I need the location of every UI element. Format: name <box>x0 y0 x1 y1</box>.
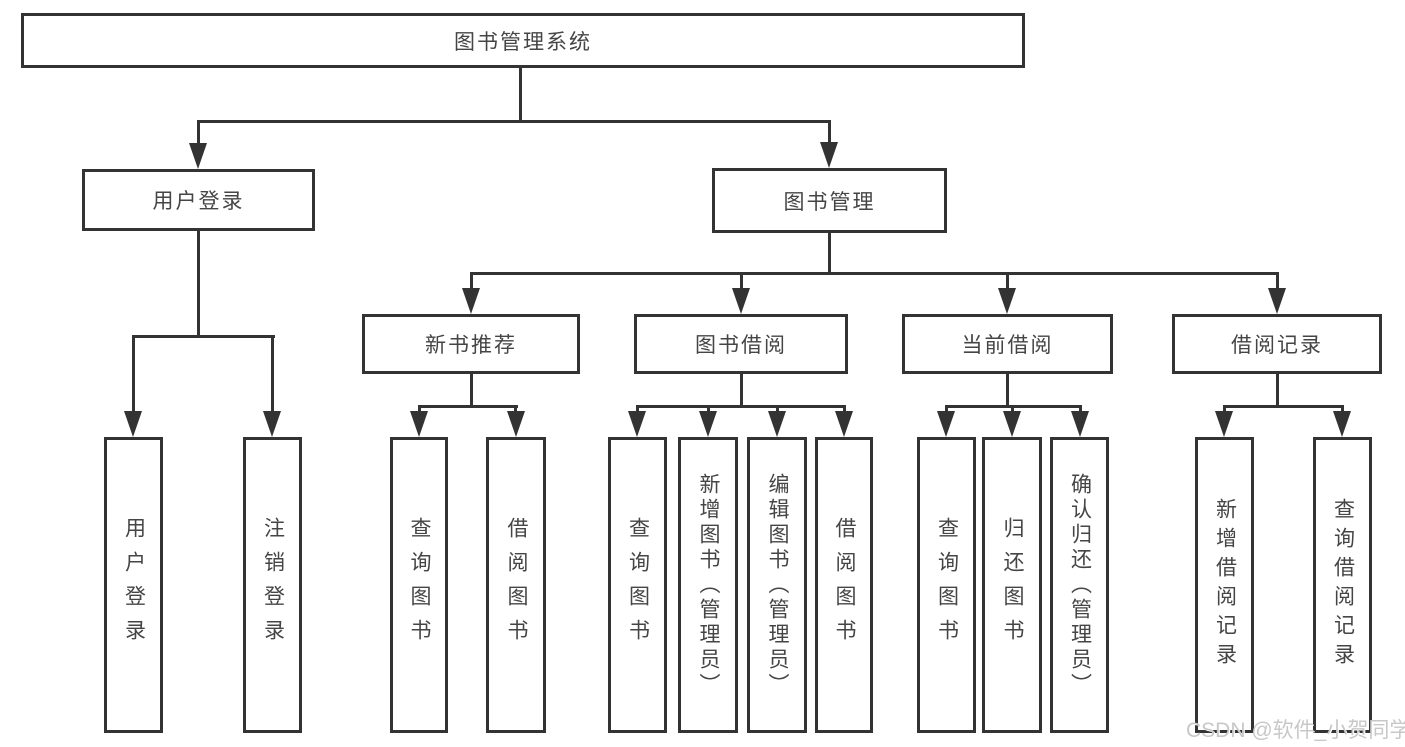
connector-rail <box>418 405 518 408</box>
connector-drop <box>1011 405 1014 415</box>
connector-drop <box>636 405 639 415</box>
node-new-book-recommend: 新书推荐 <box>362 314 580 374</box>
connector-drop <box>828 120 831 148</box>
leaf-logout: 注销登录 <box>243 437 302 733</box>
node-current-borrow: 当前借阅 <box>902 314 1113 374</box>
leaf-confirm-return-admin-label: 确认归还（管理员） <box>1068 472 1092 698</box>
leaf-query-books-3: 查询图书 <box>917 437 976 733</box>
node-user-login-label: 用户登录 <box>152 190 245 213</box>
leaf-confirm-return-admin: 确认归还（管理员） <box>1050 437 1109 733</box>
leaf-edit-books-admin: 编辑图书（管理员） <box>747 437 807 733</box>
connector-drop <box>197 120 200 148</box>
leaf-logout-label: 注销登录 <box>261 517 285 653</box>
arrowhead-down-icon <box>1215 411 1233 437</box>
connector-user-login-rail <box>132 335 275 338</box>
leaf-query-borrow-record: 查询借阅记录 <box>1313 437 1372 733</box>
leaf-edit-books-admin-label: 编辑图书（管理员） <box>766 472 789 698</box>
connector-rail <box>1223 405 1344 408</box>
leaf-query-borrow-record-label: 查询借阅记录 <box>1331 498 1355 672</box>
leaf-borrow-books-1: 借阅图书 <box>486 437 546 733</box>
leaf-borrow-books-2-label: 借阅图书 <box>833 517 856 653</box>
arrowhead-down-icon <box>820 142 838 168</box>
arrowhead-down-icon <box>263 411 281 437</box>
connector-stem <box>740 374 743 408</box>
node-book-borrow: 图书借阅 <box>634 314 848 374</box>
connector-drop <box>271 335 274 415</box>
node-book-management: 图书管理 <box>712 168 947 233</box>
arrowhead-down-icon <box>1003 411 1021 437</box>
arrowhead-down-icon <box>768 411 786 437</box>
arrowhead-down-icon <box>628 411 646 437</box>
node-user-login: 用户登录 <box>82 169 315 231</box>
node-current-borrow-label: 当前借阅 <box>961 334 1054 357</box>
connector-drop <box>843 405 846 415</box>
arrowhead-down-icon <box>732 288 750 314</box>
node-borrow-records: 借阅记录 <box>1172 314 1382 374</box>
connector-stem <box>1276 374 1279 408</box>
connector-drop <box>1006 272 1009 294</box>
connector-drop <box>418 405 421 415</box>
arrowhead-down-icon <box>124 411 142 437</box>
connector-drop <box>1341 405 1344 415</box>
node-book-management-label: 图书管理 <box>783 190 876 214</box>
connector-drop <box>740 272 743 294</box>
arrowhead-down-icon <box>1333 411 1351 437</box>
leaf-add-books-admin-label: 新增图书（管理员） <box>697 472 720 698</box>
leaf-borrow-books-1-label: 借阅图书 <box>505 517 528 653</box>
node-book-borrow-label: 图书借阅 <box>695 334 787 357</box>
connector-drop <box>945 405 948 415</box>
connector-user-login-stem <box>197 231 200 338</box>
arrowhead-down-icon <box>189 143 207 169</box>
connector-level2-rail <box>197 120 831 123</box>
connector-drop <box>707 405 710 415</box>
connector-stem <box>470 374 473 408</box>
leaf-return-books: 归还图书 <box>982 437 1042 733</box>
connector-drop <box>776 405 779 415</box>
leaf-user-login-label: 用户登录 <box>122 517 146 653</box>
node-borrow-records-label: 借阅记录 <box>1231 334 1323 357</box>
connector-book-mgmt-stem <box>828 233 831 275</box>
connector-drop <box>132 335 135 415</box>
leaf-query-books-2: 查询图书 <box>608 437 667 733</box>
connector-drop <box>1276 272 1279 294</box>
node-root: 图书管理系统 <box>21 13 1025 68</box>
connector-level3-rail <box>470 272 1278 275</box>
leaf-query-books-3-label: 查询图书 <box>935 517 959 653</box>
connector-drop <box>1079 405 1082 415</box>
leaf-add-borrow-record-label: 新增借阅记录 <box>1213 498 1237 672</box>
connector-stem <box>1006 374 1009 408</box>
leaf-add-borrow-record: 新增借阅记录 <box>1195 437 1254 733</box>
arrowhead-down-icon <box>1268 288 1286 314</box>
arrowhead-down-icon <box>835 411 853 437</box>
arrowhead-down-icon <box>1071 411 1089 437</box>
connector-drop <box>1223 405 1226 415</box>
node-new-book-recommend-label: 新书推荐 <box>425 334 517 357</box>
arrowhead-down-icon <box>462 288 480 314</box>
leaf-query-books-1: 查询图书 <box>390 437 448 733</box>
leaf-query-books-2-label: 查询图书 <box>626 517 650 653</box>
leaf-add-books-admin: 新增图书（管理员） <box>678 437 738 733</box>
connector-drop <box>470 272 473 294</box>
leaf-query-books-1-label: 查询图书 <box>408 517 431 653</box>
node-root-label: 图书管理系统 <box>454 30 592 54</box>
connector-rail <box>636 405 846 408</box>
connector-drop <box>514 405 517 415</box>
csdn-watermark: CSDN @软件_小贺同学 <box>1186 719 1405 742</box>
connector-root-stem <box>519 68 522 120</box>
arrowhead-down-icon <box>507 411 525 437</box>
arrowhead-down-icon <box>937 411 955 437</box>
leaf-user-login: 用户登录 <box>104 437 163 733</box>
leaf-borrow-books-2: 借阅图书 <box>815 437 873 733</box>
leaf-return-books-label: 归还图书 <box>1001 517 1024 653</box>
arrowhead-down-icon <box>998 288 1016 314</box>
arrowhead-down-icon <box>699 411 717 437</box>
arrowhead-down-icon <box>410 411 428 437</box>
